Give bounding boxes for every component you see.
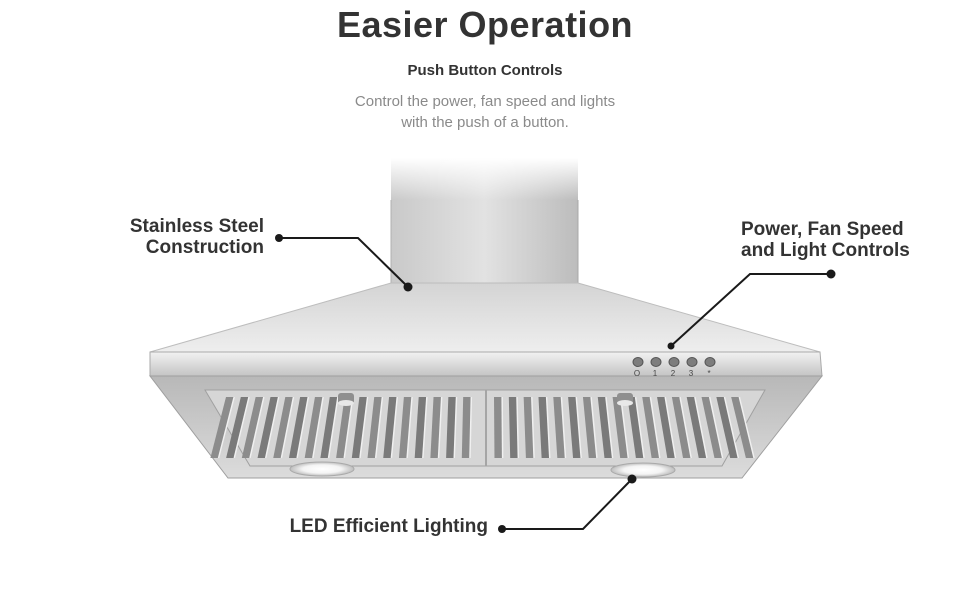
filter-slat-highlight [560,396,567,459]
filter-slat-highlight [249,396,265,459]
page-title: Easier Operation [336,4,634,45]
filter-slat-highlight [664,396,677,459]
fan-speed-1-button[interactable]: 1 [650,357,662,379]
callout-led-lighting: LED Efficient Lighting [250,516,488,537]
fan-speed-2-button[interactable]: 2 [668,357,680,379]
baffle-filter-right [494,396,755,459]
filter-slat-highlight [516,396,520,459]
control-panel: O 1 2 3 * [632,357,716,379]
light-button-label: * [707,369,710,378]
filter-slat [582,397,597,458]
filter-slat-highlight [634,396,645,459]
filter-slat-highlight [422,396,428,459]
filter-slat-highlight [575,396,582,459]
filter-slat-highlight [605,396,614,459]
fan-speed-3-label: 3 [689,369,694,378]
callout-steel-line-1: Stainless Steel [129,216,264,237]
filter-slat [241,397,264,458]
filter-slat [701,397,723,458]
filter-slat-highlight [649,396,661,459]
filter-slat [686,397,707,458]
filter-slat [351,397,368,458]
filter-slat-highlight [453,396,458,459]
led-light-right [610,462,676,478]
filter-slat [398,397,413,458]
filter-slat-highlight [679,396,692,459]
lamp-fixture-left [338,393,354,406]
filter-slat-highlight [233,396,250,459]
filter-slat-highlight [343,396,354,459]
canopy [149,282,823,377]
callout-led-label: LED Efficient Lighting [289,516,488,537]
callout-controls: Power, Fan Speed and Light Controls [741,219,961,261]
baffle-filter-left [210,396,473,459]
leader-line-led [498,474,637,533]
filter-slat [731,397,755,458]
filter-slat-highlight [327,396,339,459]
filter-slat-highlight [437,396,443,459]
fan-speed-2-label: 2 [671,369,676,378]
fan-speed-3-button[interactable]: 3 [686,357,698,379]
power-button-label: O [634,369,640,378]
filter-slat [367,397,383,458]
filter-slat-highlight [264,396,280,459]
filter-slat [304,397,324,458]
lamp-fixture-right [617,393,633,406]
filter-slat [383,397,398,458]
filter-slat [612,397,629,458]
filter-slat-highlight [531,396,535,459]
filter-slat-highlight [619,396,630,459]
leader-line-steel [275,234,413,292]
filter-slat [273,397,294,458]
filter-slat [642,397,660,458]
filter-slat-highlight [708,396,724,459]
filter-slat-highlight [738,396,755,459]
page-description: Control the power, fan speed and lights … [0,91,970,133]
filter-slat [226,397,249,458]
filter-slat [657,397,676,458]
filter-slat [288,397,309,458]
filter-slat [336,397,353,458]
filter-slat-highlight [590,396,598,459]
filter-slat [671,397,692,458]
filter-slat-highlight [390,396,398,459]
callout-controls-line-2: and Light Controls [741,240,910,261]
filter-slat [568,397,582,458]
filter-slat [446,397,457,458]
filter-slat-highlight [545,396,551,459]
led-light-left [289,461,355,477]
power-button[interactable]: O [632,357,644,379]
fan-speed-1-label: 1 [653,369,658,378]
leader-line-controls [667,269,836,350]
filter-slat-highlight [312,396,324,459]
callout-stainless-steel: Stainless Steel Construction [90,216,264,258]
page-subtitle: Push Button Controls [407,62,563,79]
filter-slat-highlight [374,396,384,459]
chimney [390,158,579,286]
callout-steel-line-2: Construction [145,237,264,258]
filter-slat [508,397,519,458]
description-line-2: with the push of a button. [401,114,569,131]
filter-slat [494,397,503,458]
filter-slat-highlight [469,396,473,459]
filter-slat-highlight [723,396,740,459]
filter-slat [461,397,472,458]
filter-slat [627,397,645,458]
description-line-1: Control the power, fan speed and lights [354,93,616,110]
callout-controls-line-1: Power, Fan Speed [741,219,904,240]
filter-slat [320,397,338,458]
filter-slat [257,397,279,458]
filter-slat-highlight [694,396,708,459]
filter-slat [597,397,613,458]
filter-slat [716,397,739,458]
filter-slat-highlight [217,396,235,459]
filter-slat [523,397,535,458]
filter-slat-highlight [406,396,413,459]
filter-slat-highlight [280,396,295,459]
light-button[interactable]: * [704,357,716,379]
filter-slat [210,397,235,458]
filter-slat-highlight [359,396,369,459]
filter-slat-highlight [296,396,310,459]
